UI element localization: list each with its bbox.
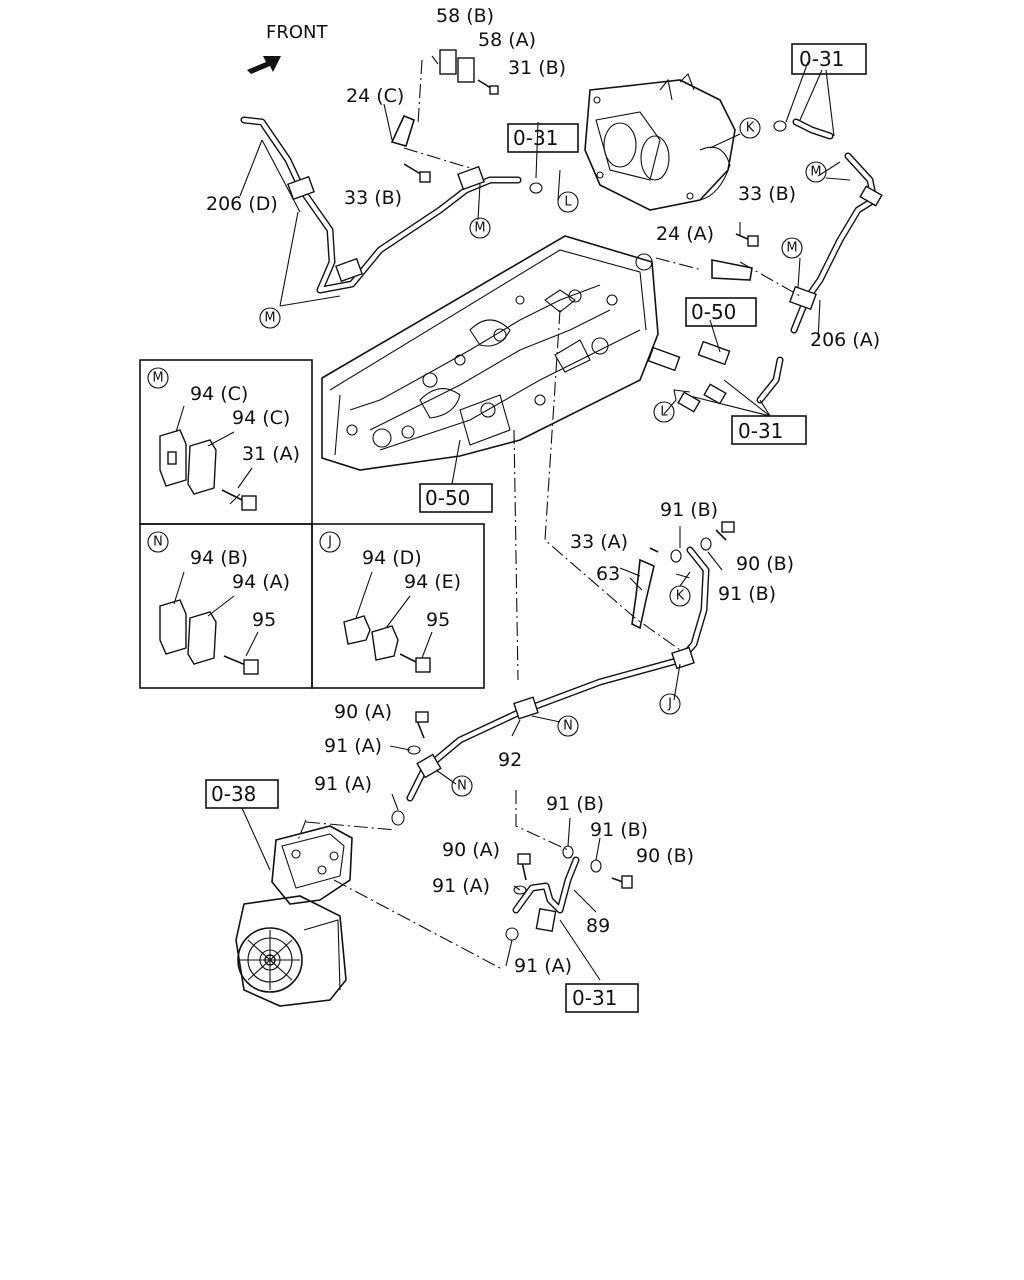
label-91a-2: 91 (A) [314,773,372,795]
ref-box-0-31-bottom: 0-31 [572,986,617,1010]
inset-panel-n: N 94 (B) 94 (A) 95 [147,531,290,675]
label-91b-3: 91 (B) [546,793,604,815]
label-90a-2: 90 (A) [442,839,500,861]
ref-box-0-50-right: 0-50 [691,300,736,324]
callout-k-2: K [676,589,685,604]
ref-box-0-31-top-center: 0-31 [513,126,558,150]
pipe-92 [406,546,710,802]
pipe-89 [512,856,580,933]
callouts: M M M M L L K K N N J [259,117,827,797]
pipe-206d [240,116,522,294]
inset-panel-m: M 94 (C) 94 (C) 31 (A) [147,367,300,511]
label-91a-4: 91 (A) [514,955,572,977]
reference-boxes: 0-31 0-31 0-50 0-31 0-50 0-38 0-31 [205,43,867,1013]
leader-lines [229,55,851,981]
label-94d: 94 (D) [362,547,422,569]
label-94e: 94 (E) [404,571,461,593]
inset-panels: M 94 (C) 94 (C) 31 (A) N 94 (B) 94 (A) 9… [139,359,485,689]
label-24a: 24 (A) [656,223,714,245]
label-90a-1: 90 (A) [334,701,392,723]
inset-n-letter: N [153,535,163,550]
o-rings [391,120,787,941]
label-89: 89 [586,915,610,937]
label-90b-2: 90 (B) [636,845,694,867]
pipe-206a [789,152,883,334]
label-94c-2: 94 (C) [232,407,290,429]
callout-j-1: J [667,697,672,712]
bracket-24c [390,114,415,147]
label-94c-1: 94 (C) [190,383,248,405]
label-58b: 58 (B) [436,5,494,27]
label-91b-1: 91 (B) [660,499,718,521]
inset-m-letter: M [152,371,163,386]
label-91b-4: 91 (B) [590,819,648,841]
clamp-58b [439,49,457,75]
callout-m-3: M [810,165,821,180]
label-24c: 24 (C) [346,85,404,107]
callout-n-2: N [457,779,467,794]
callout-m-4: M [786,241,797,256]
callout-m-1: M [474,221,485,236]
front-label: FRONT [266,22,328,43]
ref-box-0-31-top-right: 0-31 [799,47,844,71]
label-63: 63 [596,563,620,585]
label-94b: 94 (B) [190,547,248,569]
label-33b-2: 33 (B) [738,183,796,205]
inset-panel-j: J 94 (D) 94 (E) 95 [319,531,461,673]
label-91a-1: 91 (A) [324,735,382,757]
label-95-1: 95 [252,609,276,631]
part-labels: 58 (B) 58 (A) 31 (B) 24 (C) 206 (D) 33 (… [206,5,880,977]
callout-l-1: L [564,195,572,210]
housing-drawing [584,73,736,211]
compressor-drawing [235,825,353,1007]
label-90b-1: 90 (B) [736,553,794,575]
callout-m-2: M [264,311,275,326]
label-58a: 58 (A) [478,29,536,51]
engine-block-drawing [321,235,659,471]
label-206d: 206 (D) [206,193,278,215]
label-33b-1: 33 (B) [344,187,402,209]
label-31b: 31 (B) [508,57,566,79]
front-indicator: FRONT [247,22,328,74]
label-91b-2: 91 (B) [718,583,776,605]
label-31a: 31 (A) [242,443,300,465]
label-94a: 94 (A) [232,571,290,593]
label-92: 92 [498,749,522,771]
label-33a: 33 (A) [570,531,628,553]
fittings [647,118,834,413]
callout-k-1: K [746,121,755,136]
clamp-58a [457,57,475,83]
ref-box-0-38: 0-38 [211,782,256,806]
bracket-63 [631,558,655,630]
inset-j-letter: J [327,535,332,550]
ref-box-0-50-center: 0-50 [425,486,470,510]
front-arrow-icon [247,56,281,74]
label-91a-3: 91 (A) [432,875,490,897]
callout-n-1: N [563,719,573,734]
callout-l-2: L [660,405,668,420]
bolts [403,79,759,889]
bracket-24a [711,259,753,281]
label-95-2: 95 [426,609,450,631]
label-206a: 206 (A) [810,329,880,351]
ref-box-0-31-right: 0-31 [738,419,783,443]
